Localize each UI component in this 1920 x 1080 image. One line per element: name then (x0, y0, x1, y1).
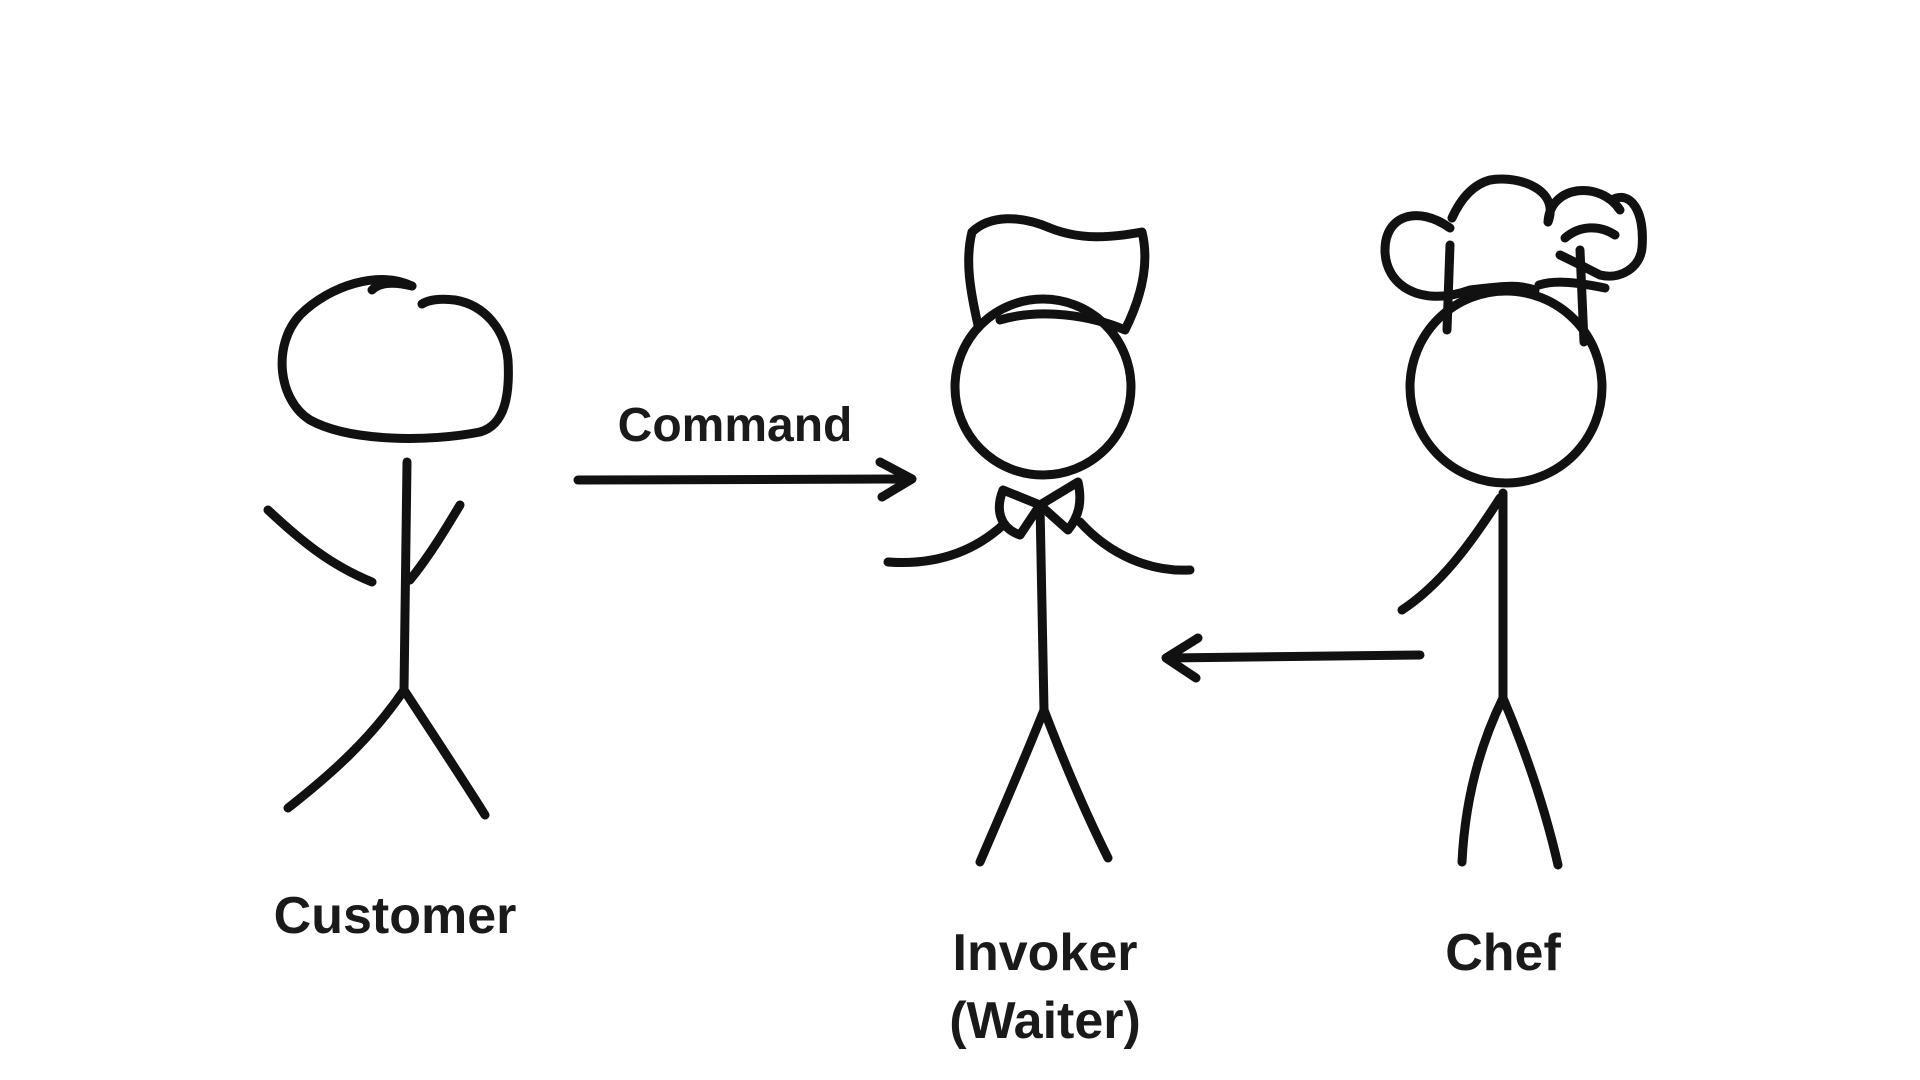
chef-hat-puff (1380, 174, 1647, 301)
waiter-head (950, 294, 1136, 480)
waiter-left-leg (975, 705, 1049, 867)
customer-head-tuft (367, 278, 417, 295)
chef-right-leg (1498, 693, 1563, 870)
customer-figure (263, 275, 513, 820)
waiter-right-arm (1075, 517, 1195, 575)
chef-label: Chef (1445, 924, 1561, 982)
chef-figure (1380, 174, 1647, 870)
chef-left-leg (1457, 693, 1508, 867)
command-arrow-shaft (573, 474, 915, 485)
return-arrow-head (1161, 633, 1203, 683)
waiter-bowtie (994, 477, 1085, 540)
return-arrow (1161, 633, 1425, 683)
customer-left-leg (283, 685, 409, 813)
return-arrow-shaft (1163, 650, 1425, 663)
waiter-right-leg (1039, 705, 1113, 863)
waiter-body (1035, 500, 1049, 715)
invoker-sublabel: (Waiter) (949, 992, 1141, 1050)
customer-left-arm (263, 505, 377, 587)
customer-head (277, 275, 513, 443)
invoker-figure (883, 214, 1195, 867)
customer-right-leg (399, 685, 490, 820)
chef-head (1405, 286, 1607, 488)
command-arrow-label: Command (618, 399, 853, 452)
chef-hat-band-left (1442, 240, 1455, 335)
waiter-left-arm (883, 520, 1008, 567)
customer-label: Customer (274, 887, 517, 945)
command-arrow-head (875, 457, 917, 502)
invoker-label: Invoker (953, 924, 1138, 982)
chef-arm (1397, 493, 1505, 615)
command-arrow (573, 457, 917, 502)
customer-body (399, 457, 412, 695)
customer-right-arm (405, 500, 465, 585)
